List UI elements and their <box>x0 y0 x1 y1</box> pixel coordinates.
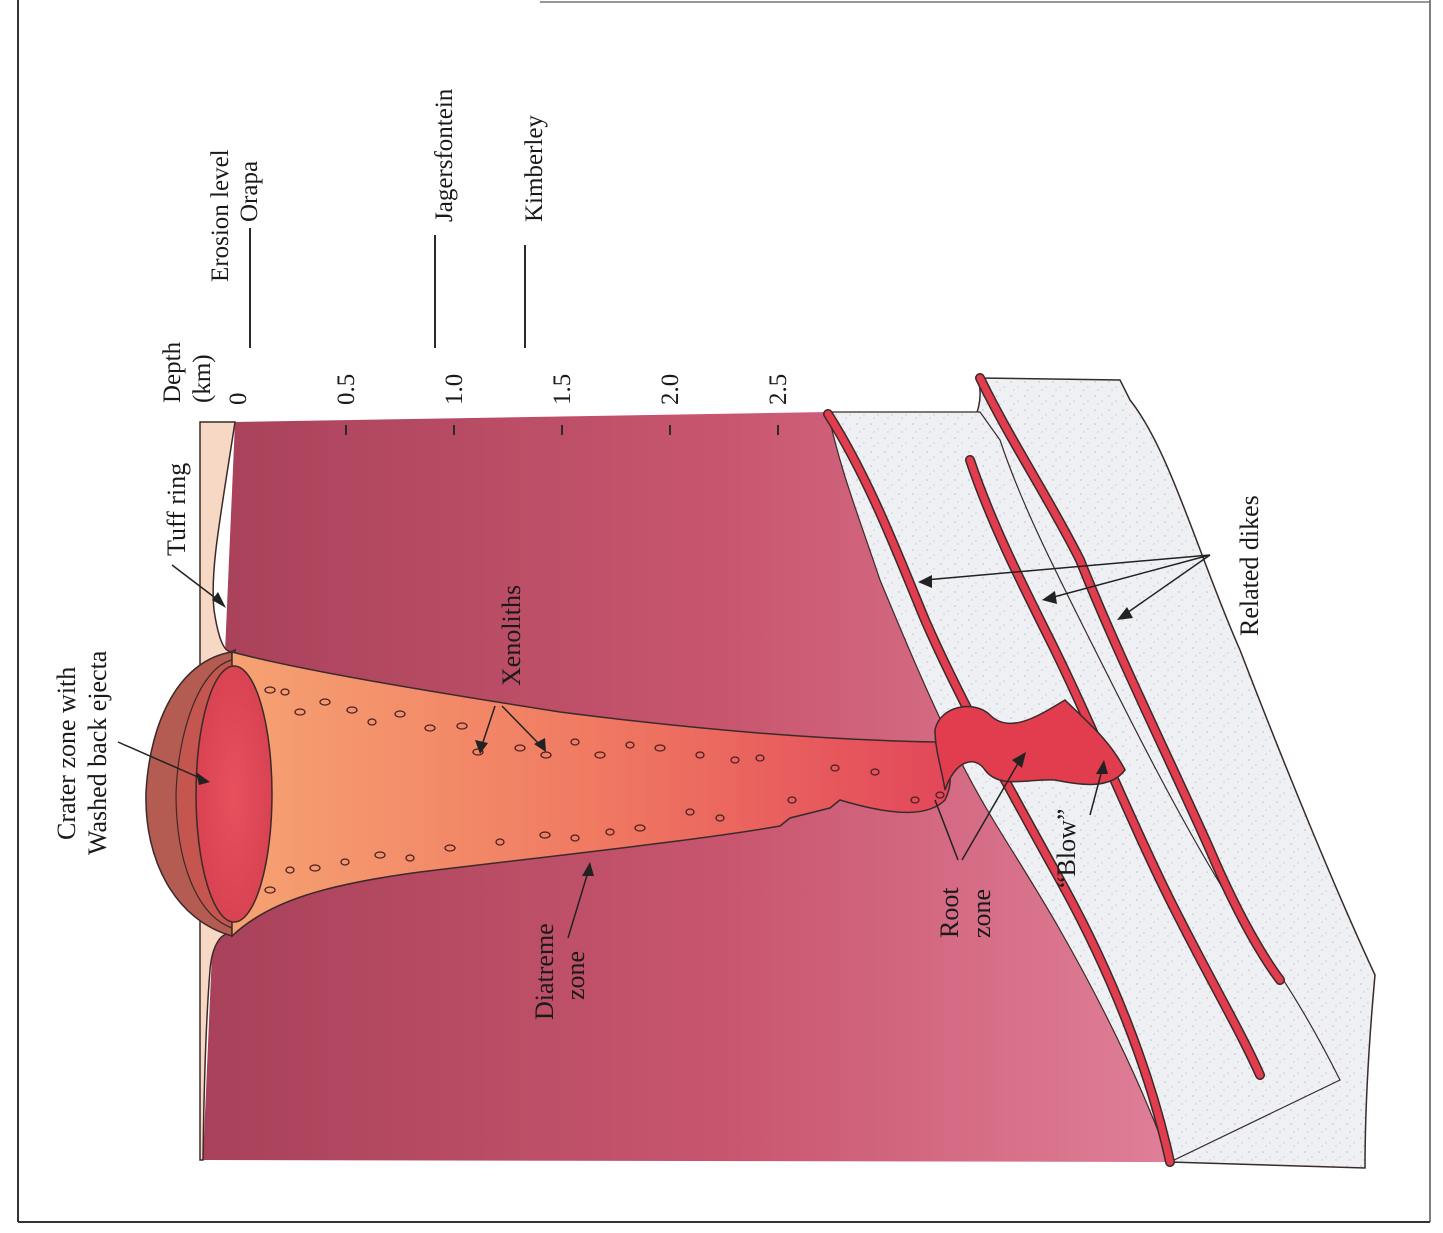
depth-tick-label: 2.5 <box>765 374 792 405</box>
crater-label-line2: Washed back ejecta <box>83 650 112 855</box>
related-dikes-label: Related dikes <box>1235 495 1264 636</box>
xenoliths-label: Xenoliths <box>497 585 526 686</box>
erosion-level-kimberley: Kimberley <box>521 115 548 222</box>
erosion-heading: Erosion level <box>207 149 234 282</box>
depth-title-line2: (km) <box>189 354 216 403</box>
crater-zone <box>196 666 272 922</box>
depth-tick-label: 0.5 <box>333 374 360 405</box>
root-zone-label-line1: Root <box>935 887 964 938</box>
diatreme-label-line1: Diatreme <box>530 923 559 1020</box>
crater-label-line1: Crater zone with <box>52 667 81 840</box>
depth-tick-label: 1.5 <box>549 374 576 405</box>
root-zone-label-line2: zone <box>967 889 996 938</box>
erosion-level-jagersfontein: Jagersfontein <box>431 88 458 222</box>
tuff-ring-label: Tuff ring <box>162 463 191 556</box>
blow-label: “Blow” <box>1052 809 1081 888</box>
erosion-level-orapa: Orapa <box>236 161 263 222</box>
erosion-levels: Erosion level Orapa Jagersfontein Kimber… <box>207 88 548 348</box>
depth-tick-label: 2.0 <box>657 374 684 405</box>
diatreme-label-line2: zone <box>561 951 590 1000</box>
depth-tick-label: 1.0 <box>441 374 468 405</box>
depth-title-line1: Depth <box>159 341 186 403</box>
depth-tick-label: 0 <box>225 393 252 406</box>
